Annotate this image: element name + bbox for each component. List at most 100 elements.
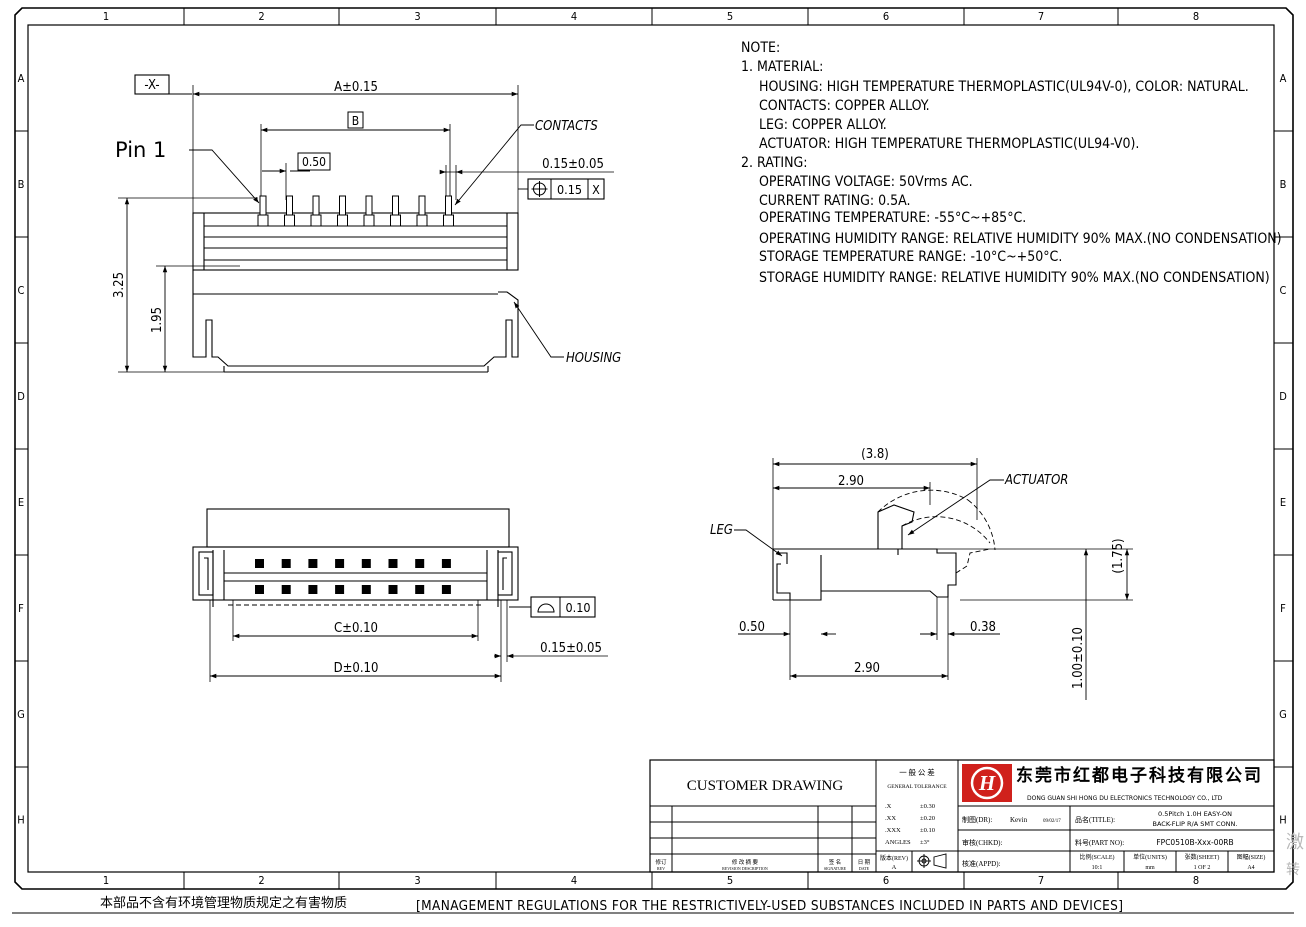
flatness-value: 0.10	[565, 600, 590, 615]
contact-lower	[361, 585, 371, 594]
contact-pin	[310, 195, 322, 227]
sheet-value: 1 OF 2	[1194, 865, 1211, 871]
front-view: 0.10 C±0.10 D±0.10 0.15±0.05	[192, 508, 608, 682]
drawn-date: 09/02/17	[1043, 819, 1061, 824]
note-line: 1. MATERIAL:	[741, 59, 823, 75]
units-label: 单位(UNITS)	[1133, 853, 1167, 861]
units-value: mm	[1145, 865, 1155, 871]
zone-column-label: 3	[414, 874, 420, 887]
tolerance-title-cn: 一 般 公 差	[899, 767, 935, 777]
top-view-body	[192, 212, 519, 373]
datum-b-label: B	[352, 114, 359, 128]
scale-value: 10:1	[1092, 865, 1103, 871]
approved-label: 核准(APPD):	[962, 859, 1001, 868]
zone-row-label: E	[18, 496, 24, 509]
datum-b-box	[347, 111, 364, 129]
drawn-by: Kevin	[1010, 816, 1028, 824]
title-label: 品名(TITLE):	[1075, 815, 1115, 824]
zone-column-label: 7	[1038, 874, 1044, 887]
zone-column-label: 2	[258, 874, 264, 887]
contacts-leader	[454, 124, 534, 206]
zone-column-label: 3	[414, 10, 420, 23]
rev-col-en: REV	[657, 866, 665, 871]
position-tol-value: 0.15	[557, 182, 582, 197]
dim-leg-label: 0.50	[739, 620, 765, 635]
dim-overall-label: (3.8)	[861, 447, 889, 462]
rev-desc-col-en: REVISION DESCRIPTION	[722, 866, 768, 871]
dim-d-label: D±0.10	[334, 661, 379, 676]
zone-row-label: F	[18, 602, 24, 615]
contact-upper	[255, 559, 264, 568]
zone-row-label: G	[1279, 708, 1287, 721]
company-logo-icon: H	[962, 764, 1012, 802]
title-line2: BACK-FLIP R/A SMT CONN.	[1153, 820, 1238, 828]
pitch-box	[297, 152, 331, 171]
contact-pin	[284, 195, 295, 227]
zone-column-label: 6	[883, 874, 889, 887]
zone-row-label: D	[1279, 390, 1287, 403]
zone-column-label: 1	[103, 874, 109, 887]
contact-lower	[255, 585, 264, 594]
zone-column-label: 4	[571, 10, 577, 23]
zone-row-label: A	[18, 72, 25, 85]
leg-leader	[734, 529, 783, 557]
zone-row-label: B	[1280, 178, 1287, 191]
company-name-cn: 东莞市红都电子科技有限公司	[1016, 765, 1263, 786]
signature-col-cn: 签 名	[829, 858, 841, 866]
contact-pin	[390, 195, 401, 227]
scale-label: 比例(SCALE)	[1080, 853, 1115, 861]
zone-row-label: D	[17, 390, 25, 403]
zone-column-label: 5	[727, 874, 733, 887]
dim-height-side-label: (1.75)	[1111, 538, 1126, 573]
dim-pitch-label: 0.50	[302, 155, 326, 169]
signature-col-en: SIGNATURE	[824, 866, 847, 871]
date-col-cn: 日 期	[858, 859, 871, 866]
zone-row-label: H	[17, 814, 24, 827]
notes-heading: NOTE:	[741, 40, 780, 56]
rev-col-cn: 修订	[655, 858, 667, 866]
watermark-line1: 激	[1286, 832, 1304, 853]
footer-en: [MANAGEMENT REGULATIONS FOR THE RESTRICT…	[416, 898, 1123, 914]
sheet-label: 张数(SHEET)	[1185, 853, 1220, 861]
tol-value: ±3°	[920, 839, 930, 846]
notes-block: NOTE: 1. MATERIAL: HOUSING: HIGH TEMPERA…	[741, 40, 1282, 286]
zone-row-label: H	[1279, 814, 1286, 827]
company-name-en: DONG GUAN SHI HONG DU ELECTRONICS TECHNO…	[1027, 795, 1223, 802]
contact-pin	[416, 195, 428, 227]
zone-column-label: 6	[883, 10, 889, 23]
contact-lower	[388, 585, 398, 594]
contact-lower	[308, 585, 318, 594]
contact-upper	[308, 559, 318, 568]
contact-pin	[337, 195, 348, 227]
contact-upper	[335, 559, 345, 568]
zone-row-label: C	[18, 284, 25, 297]
title-block: CUSTOMER DRAWING 一 般 公 差 GENERAL TOLERAN…	[649, 759, 1275, 873]
dim-height-label: 3.25	[112, 272, 127, 298]
note-line: STORAGE HUMIDITY RANGE: RELATIVE HUMIDIT…	[759, 270, 1270, 286]
size-value: A4	[1247, 865, 1254, 871]
tol-key: ANGLES	[885, 839, 911, 846]
contact-upper	[415, 559, 425, 568]
contact-pin	[257, 195, 269, 227]
note-line: LEG: COPPER ALLOY.	[759, 117, 887, 133]
zone-column-label: 7	[1038, 10, 1044, 23]
part-number: FPC0510B-Xxx-00RB	[1156, 838, 1233, 847]
zone-column-label: 5	[727, 10, 733, 23]
zone-column-label: 1	[103, 10, 109, 23]
watermark-line2: 转	[1286, 862, 1300, 878]
contact-upper	[388, 559, 398, 568]
note-line: CONTACTS: COPPER ALLOY.	[759, 98, 930, 114]
checked-label: 审核(CHKD):	[962, 838, 1002, 847]
contact-upper	[441, 559, 451, 568]
footer-cn: 本部品不含有环境管理物质规定之有害物质	[100, 895, 347, 911]
zone-column-label: 4	[571, 874, 577, 887]
contact-pin	[443, 195, 454, 227]
contact-lower	[441, 585, 451, 594]
dim-tail-label: 0.15±0.05	[540, 641, 602, 656]
contact-upper	[281, 559, 291, 568]
note-line: OPERATING TEMPERATURE: -55°C~+85°C.	[759, 210, 1026, 226]
housing-label: HOUSING	[566, 351, 621, 366]
pin1-leader	[189, 149, 260, 204]
